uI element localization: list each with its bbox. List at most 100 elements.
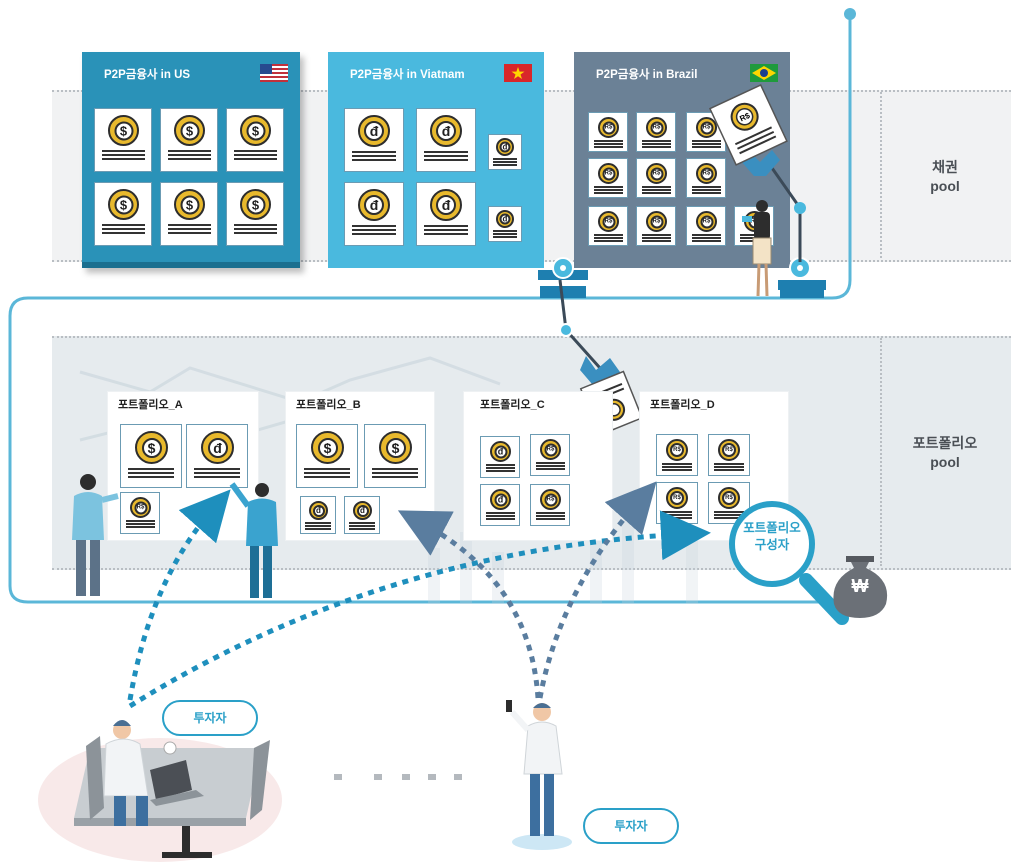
vn-bond-doc-3-coin-icon: đ <box>430 189 462 221</box>
brazil-flag <box>750 64 778 82</box>
pc-doc-1-coin-icon: R$ <box>540 439 561 460</box>
br-bond-doc-1-coin-icon: R$ <box>646 117 667 138</box>
pb-doc-3: đ <box>344 496 380 534</box>
br-bond-doc-5-coin-icon: R$ <box>696 163 717 184</box>
us-bond-doc-1-coin-icon: $ <box>174 115 205 146</box>
pa-doc-2: R$ <box>120 492 160 534</box>
pc-doc-3: R$ <box>530 484 570 526</box>
robot-arm-lower <box>558 279 602 370</box>
us-flag <box>260 64 288 82</box>
br-bond-doc-7-coin-icon: R$ <box>646 211 667 232</box>
panel-us-header: P2P금융사 in US <box>82 52 300 92</box>
bond-pool-label: 채권 pool <box>930 159 960 194</box>
br-bond-doc-1: R$ <box>636 112 676 152</box>
vietnam-flag <box>504 64 532 82</box>
us-bond-doc-4: $ <box>160 182 218 246</box>
magnifier-label: 포트폴리오 구성자 <box>743 521 801 552</box>
br-bond-doc-6: R$ <box>588 206 628 246</box>
arrow-investor1-to-d <box>128 510 711 709</box>
panel-vietnam-header: P2P금융사 in Viatnam <box>328 52 544 92</box>
pd-doc-0: R$ <box>656 434 698 476</box>
pa-doc-1-coin-icon: đ <box>201 431 234 464</box>
portfolio-c-title: 포트폴리오_C <box>480 399 545 411</box>
pa-doc-0-coin-icon: $ <box>135 431 168 464</box>
person-icon-presenter-right <box>229 482 278 598</box>
pb-doc-1-coin-icon: $ <box>379 431 412 464</box>
phone-icon <box>506 700 512 712</box>
pa-doc-2-coin-icon: R$ <box>130 497 151 518</box>
pb-doc-0-coin-icon: $ <box>311 431 344 464</box>
laptop-icon <box>150 760 204 806</box>
panel-us-title: P2P금융사 in US <box>104 69 191 81</box>
pa-doc-0: $ <box>120 424 182 488</box>
portfolio-b-title: 포트폴리오_B <box>296 399 361 411</box>
pc-doc-0: đ <box>480 436 520 478</box>
us-bond-doc-2-coin-icon: $ <box>240 115 271 146</box>
bond-pool-separator <box>880 92 882 258</box>
arrow-investor2-to-d <box>537 481 657 699</box>
portfolio-pool-separator <box>880 338 882 566</box>
person-icon-analyst <box>742 200 772 297</box>
vn-bond-doc-small-1: đ <box>488 206 522 242</box>
arrow-investor2-to-b <box>397 510 541 699</box>
pb-doc-0: $ <box>296 424 358 488</box>
money-bag-symbol: ₩ <box>851 576 869 596</box>
pb-doc-3-coin-icon: đ <box>353 501 372 520</box>
pb-doc-2-coin-icon: đ <box>309 501 328 520</box>
vn-bond-doc-0: đ <box>344 108 404 172</box>
panel-brazil-title: P2P금융사 in Brazil <box>596 69 698 81</box>
br-bond-doc-0: R$ <box>588 112 628 152</box>
person-icon-presenter-left <box>72 474 119 596</box>
robot-arm-upper <box>770 167 802 262</box>
pc-doc-3-coin-icon: R$ <box>540 489 561 510</box>
us-bond-doc-5-coin-icon: $ <box>240 189 271 220</box>
pc-doc-2-coin-icon: đ <box>490 489 511 510</box>
pc-doc-0-coin-icon: đ <box>490 441 511 462</box>
held-real-document: R$ <box>708 83 788 166</box>
br-bond-doc-8: R$ <box>686 206 726 246</box>
pc-doc-1: R$ <box>530 434 570 476</box>
vn-bond-doc-small-0: đ <box>488 134 522 170</box>
us-bond-doc-3-coin-icon: $ <box>108 189 139 220</box>
br-bond-doc-2: R$ <box>686 112 726 152</box>
br-bond-doc-8-coin-icon: R$ <box>696 211 717 232</box>
pd-doc-0-coin-icon: R$ <box>666 439 688 461</box>
portfolio-pool-label: 포트폴리오 pool <box>912 435 978 470</box>
panel-brazil-header: P2P금융사 in Brazil <box>574 52 790 92</box>
ellipsis-dashes <box>334 774 462 780</box>
vn-bond-doc-small-0-coin-icon: đ <box>496 138 514 156</box>
pc-doc-2: đ <box>480 484 520 526</box>
br-bond-doc-2-coin-icon: R$ <box>696 117 717 138</box>
vn-bond-doc-1: đ <box>416 108 476 172</box>
investor2-label: 투자자 <box>583 808 679 844</box>
money-bag-icon <box>833 556 888 618</box>
portfolio-a-title: 포트폴리오_A <box>118 399 183 411</box>
br-bond-doc-4: R$ <box>636 158 676 198</box>
br-bond-doc-0-coin-icon: R$ <box>598 117 619 138</box>
investor1-label: 투자자 <box>162 700 258 736</box>
us-bond-doc-5: $ <box>226 182 284 246</box>
us-bond-doc-0: $ <box>94 108 152 172</box>
br-bond-doc-7: R$ <box>636 206 676 246</box>
us-bond-doc-2: $ <box>226 108 284 172</box>
br-bond-doc-6-coin-icon: R$ <box>598 211 619 232</box>
br-bond-doc-3: R$ <box>588 158 628 198</box>
us-bond-doc-0-coin-icon: $ <box>108 115 139 146</box>
person-icon-investor1 <box>103 720 149 826</box>
panel-vietnam-title: P2P금융사 in Viatnam <box>350 69 465 81</box>
svg-text:R$: R$ <box>738 111 752 124</box>
pb-doc-2: đ <box>300 496 336 534</box>
pd-doc-2-coin-icon: R$ <box>666 487 688 509</box>
robot-arm-base-left <box>538 257 588 298</box>
br-bond-doc-4-coin-icon: R$ <box>646 163 667 184</box>
arrow-investor1-to-a <box>127 489 231 701</box>
pd-doc-1: R$ <box>708 434 750 476</box>
vn-bond-doc-2: đ <box>344 182 404 246</box>
magnifier-icon <box>729 501 849 625</box>
vn-bond-doc-2-coin-icon: đ <box>358 189 390 221</box>
person-icon-investor2 <box>506 700 572 850</box>
pd-doc-3-coin-icon: R$ <box>718 487 740 509</box>
vn-bond-doc-1-coin-icon: đ <box>430 115 462 147</box>
vn-bond-doc-3: đ <box>416 182 476 246</box>
